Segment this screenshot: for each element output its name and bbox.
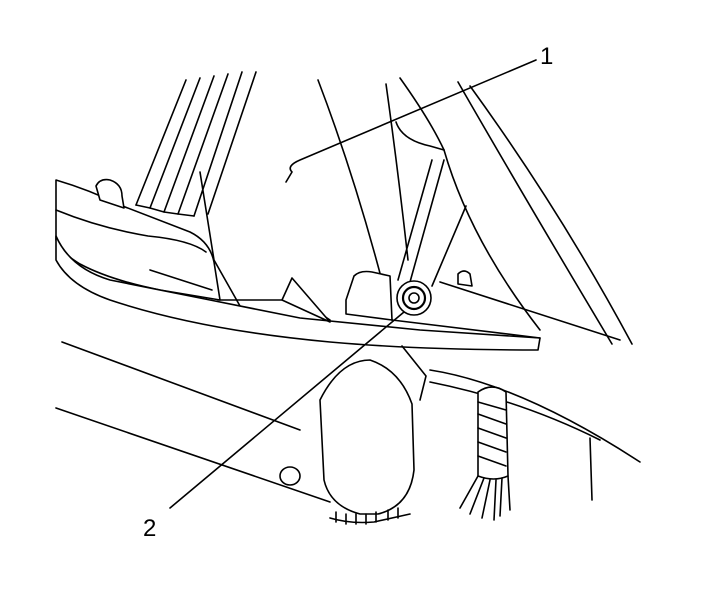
callout-2: 2	[143, 311, 405, 542]
callout-2-leader	[169, 311, 405, 509]
seat-bolster	[55, 171, 241, 307]
belt-webbing	[135, 71, 257, 217]
floor-lines	[429, 369, 641, 501]
callout-1-leader	[285, 59, 537, 183]
callout-1: 1	[285, 43, 553, 183]
belt-guide	[396, 159, 621, 341]
trim-panel	[55, 235, 541, 351]
bolt-center	[408, 292, 420, 304]
bolt-ring	[401, 285, 427, 311]
callout-2-label: 2	[143, 515, 156, 542]
wire-harness	[459, 386, 511, 521]
seat-side-shield	[55, 341, 427, 525]
shield-hole	[279, 466, 301, 486]
callout-1-label: 1	[540, 43, 553, 70]
